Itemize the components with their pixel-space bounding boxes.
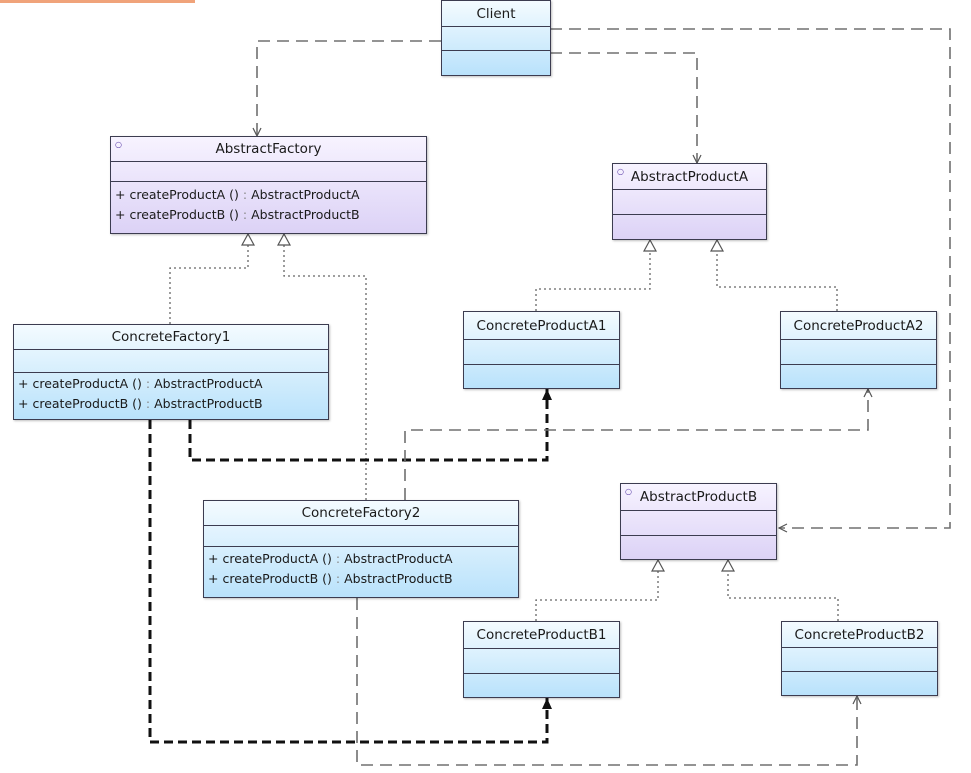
- operations-compartment: [621, 535, 776, 559]
- class-name: AbstractProductA: [630, 168, 749, 185]
- visibility: +: [208, 571, 219, 586]
- creates-cf1-producta1: [188, 389, 552, 462]
- operation-signature: createProductA (): [129, 187, 239, 202]
- class-name: ConcreteProductA2: [793, 317, 924, 334]
- class-name: AbstractFactory: [215, 141, 322, 157]
- operation-signature: createProductB (): [32, 396, 142, 411]
- attributes-compartment: [14, 349, 328, 372]
- attributes-compartment: [782, 647, 937, 671]
- class-name: ConcreteProductB2: [794, 626, 925, 643]
- attributes-compartment: [111, 161, 426, 181]
- window-tab-accent: [0, 0, 195, 3]
- class-name: ConcreteProductB1: [476, 627, 607, 643]
- attributes-compartment: [464, 339, 619, 364]
- operation-signature: createProductB (): [222, 571, 332, 586]
- visibility: +: [115, 207, 126, 222]
- operations-compartment: + createProductA () : AbstractProductA +…: [111, 181, 426, 233]
- realization-b2-abstractproductb: [728, 560, 839, 621]
- operations-compartment: [781, 364, 936, 388]
- class-name: Client: [476, 5, 516, 22]
- return-type: AbstractProductA: [154, 376, 263, 391]
- operations-compartment: [442, 50, 550, 75]
- class-concrete-factory2[interactable]: ConcreteFactory2 + createProductA () : A…: [203, 500, 519, 598]
- return-type: AbstractProductB: [154, 396, 263, 411]
- visibility: +: [208, 551, 219, 566]
- operations-compartment: + createProductA () : AbstractProductA +…: [204, 546, 518, 597]
- operation: + createProductA () : AbstractProductA: [115, 187, 360, 202]
- return-type: AbstractProductA: [251, 187, 360, 202]
- attributes-compartment: [621, 510, 776, 535]
- operation: + createProductA () : AbstractProductA: [208, 551, 453, 566]
- operations-compartment: + createProductA () : AbstractProductA +…: [14, 372, 328, 419]
- class-name: ConcreteFactory1: [111, 329, 231, 345]
- operations-compartment: [464, 673, 619, 697]
- operation: + createProductA () : AbstractProductA: [18, 376, 263, 391]
- interface-stereotype-icon: ○: [617, 167, 624, 176]
- operation: + createProductB () : AbstractProductB: [18, 396, 263, 411]
- visibility: +: [18, 396, 29, 411]
- operation: + createProductB () : AbstractProductB: [208, 571, 453, 586]
- creates-cf1-productb1: [148, 420, 552, 744]
- attributes-compartment: [442, 26, 550, 50]
- realization-a2-abstractproducta: [717, 240, 838, 311]
- class-abstract-factory[interactable]: ○ AbstractFactory + createProductA () : …: [110, 136, 427, 234]
- class-abstract-product-b[interactable]: ○ AbstractProductB: [620, 483, 777, 560]
- dependency-client-abstractfactory: [257, 40, 441, 136]
- class-client[interactable]: Client: [441, 0, 551, 76]
- attributes-compartment: [781, 339, 936, 364]
- dependency-client-abstractproductb: [550, 28, 951, 528]
- realization-cf2-abstractfactory: [284, 234, 367, 500]
- interface-stereotype-icon: ○: [625, 487, 632, 496]
- dependency-client-abstractproducta: [550, 52, 697, 163]
- realization-a1-abstractproducta: [535, 240, 650, 311]
- creates-cf2-producta2: [404, 389, 868, 500]
- operation-signature: createProductB (): [129, 207, 239, 222]
- creates-cf2-productb2: [356, 598, 857, 766]
- class-name: ConcreteFactory2: [301, 505, 421, 521]
- attributes-compartment: [204, 525, 518, 546]
- class-abstract-product-a[interactable]: ○ AbstractProductA: [612, 163, 767, 240]
- operation: + createProductB () : AbstractProductB: [115, 207, 360, 222]
- realization-cf1-abstractfactory: [169, 234, 248, 324]
- operations-compartment: [613, 214, 766, 239]
- class-header: ○ AbstractProductB: [621, 484, 776, 510]
- class-concrete-product-b1[interactable]: ConcreteProductB1: [463, 621, 620, 698]
- class-name: ConcreteProductA1: [476, 317, 607, 334]
- class-header: ○ AbstractFactory: [111, 137, 426, 161]
- class-concrete-product-a2[interactable]: ConcreteProductA2: [780, 311, 937, 389]
- class-concrete-product-a1[interactable]: ConcreteProductA1: [463, 311, 620, 389]
- operations-compartment: [464, 364, 619, 388]
- return-type: AbstractProductA: [344, 551, 453, 566]
- visibility: +: [18, 376, 29, 391]
- operations-compartment: [782, 671, 937, 695]
- realization-b1-abstractproductb: [535, 560, 658, 621]
- class-name: AbstractProductB: [639, 489, 758, 505]
- visibility: +: [115, 187, 126, 202]
- attributes-compartment: [464, 648, 619, 673]
- attributes-compartment: [613, 189, 766, 214]
- operation-signature: createProductA (): [222, 551, 332, 566]
- interface-stereotype-icon: ○: [115, 140, 122, 149]
- class-header: ○ AbstractProductA: [613, 164, 766, 189]
- return-type: AbstractProductB: [344, 571, 453, 586]
- class-concrete-product-b2[interactable]: ConcreteProductB2: [781, 621, 938, 696]
- operation-signature: createProductA (): [32, 376, 142, 391]
- class-concrete-factory1[interactable]: ConcreteFactory1 + createProductA () : A…: [13, 324, 329, 420]
- return-type: AbstractProductB: [251, 207, 360, 222]
